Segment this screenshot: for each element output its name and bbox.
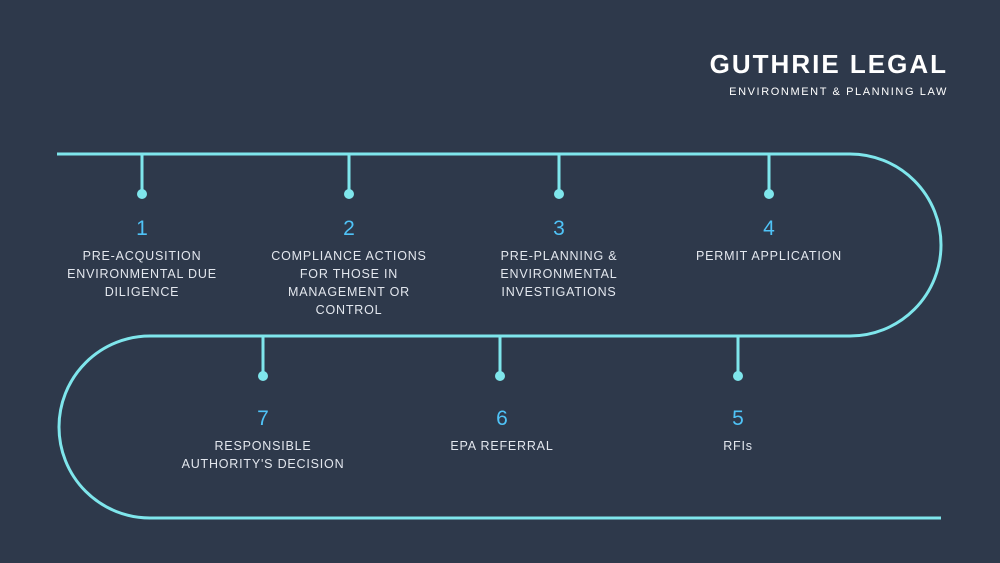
- step-number: 1: [136, 217, 148, 240]
- step-label: PRE-ACQUSITION ENVIRONMENTAL DUE DILIGEN…: [67, 249, 217, 299]
- step-label: EPA REFERRAL: [450, 439, 554, 453]
- step-5-marker: [733, 336, 743, 381]
- step-1-marker: [137, 154, 147, 199]
- step-7-marker: [258, 336, 268, 381]
- step-number: 3: [553, 217, 565, 240]
- step-2: 2 COMPLIANCE ACTIONS FOR THOSE IN MANAGE…: [259, 217, 439, 319]
- brand-block: GUTHRIE LEGAL ENVIRONMENT & PLANNING LAW: [710, 50, 948, 98]
- step-4: 4 PERMIT APPLICATION: [684, 217, 854, 265]
- step-number: 6: [496, 407, 508, 430]
- step-6-marker: [495, 336, 505, 381]
- step-label: RFIs: [723, 439, 753, 453]
- brand-tagline: ENVIRONMENT & PLANNING LAW: [729, 86, 948, 98]
- step-2-marker: [344, 154, 354, 199]
- step-4-marker: [764, 154, 774, 199]
- step-number: 2: [343, 217, 355, 240]
- step-5: 5 RFIs: [653, 407, 823, 455]
- step-label: PRE-PLANNING & ENVIRONMENTAL INVESTIGATI…: [500, 249, 618, 299]
- brand-name: GUTHRIE LEGAL: [709, 49, 948, 79]
- step-label: RESPONSIBLE AUTHORITY'S DECISION: [181, 439, 345, 471]
- step-number: 5: [732, 407, 744, 430]
- step-number: 4: [763, 217, 775, 240]
- step-6: 6 EPA REFERRAL: [417, 407, 587, 455]
- step-1: 1 PRE-ACQUSITION ENVIRONMENTAL DUE DILIG…: [57, 217, 227, 301]
- step-3-marker: [554, 154, 564, 199]
- step-7: 7 RESPONSIBLE AUTHORITY'S DECISION: [178, 407, 348, 473]
- step-label: COMPLIANCE ACTIONS FOR THOSE IN MANAGEME…: [271, 249, 427, 317]
- step-3: 3 PRE-PLANNING & ENVIRONMENTAL INVESTIGA…: [484, 217, 634, 301]
- step-number: 7: [257, 407, 269, 430]
- step-label: PERMIT APPLICATION: [696, 249, 842, 263]
